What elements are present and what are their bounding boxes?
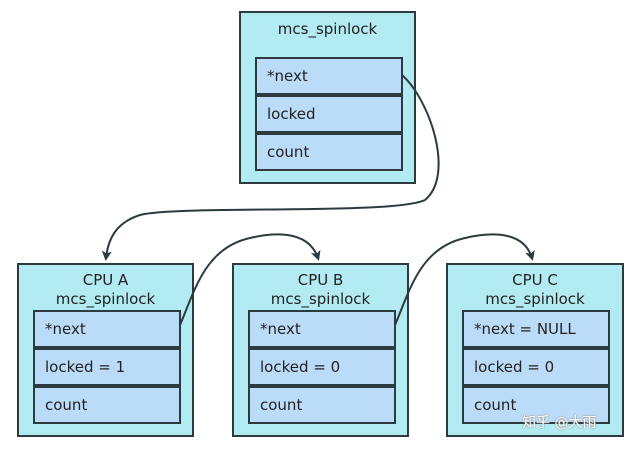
cpu-c-field-locked: locked = 0 — [462, 348, 610, 386]
cpu-b-field-locked: locked = 0 — [248, 348, 396, 386]
top-field-count: count — [255, 133, 403, 171]
cpu-a-field-count: count — [33, 386, 181, 424]
cpu-b-subtitle: mcs_spinlock — [270, 290, 371, 308]
cpu-b-box: CPU B mcs_spinlock *next locked = 0 coun… — [232, 263, 409, 437]
top-field-locked: locked — [255, 95, 403, 133]
cpu-a-box: CPU A mcs_spinlock *next locked = 1 coun… — [17, 263, 194, 437]
cpu-b-field-next: *next — [248, 310, 396, 348]
cpu-c-box: CPU C mcs_spinlock *next = NULL locked =… — [446, 263, 624, 437]
top-box-title: mcs_spinlock — [277, 20, 378, 38]
cpu-c-field-count: count — [462, 386, 610, 424]
cpu-a-field-next: *next — [33, 310, 181, 348]
watermark: 知乎 @大雨 — [522, 415, 597, 431]
cpu-c-subtitle: mcs_spinlock — [485, 290, 585, 308]
cpu-a-subtitle: mcs_spinlock — [55, 290, 156, 308]
cpu-b-title: CPU B — [297, 271, 344, 289]
cpu-c-title: CPU C — [512, 271, 558, 289]
top-field-next: *next — [255, 57, 403, 95]
top-mcs-spinlock-box: mcs_spinlock *next locked count — [239, 11, 416, 184]
cpu-a-title: CPU A — [82, 271, 129, 289]
cpu-a-field-locked: locked = 1 — [33, 348, 181, 386]
cpu-b-field-count: count — [248, 386, 396, 424]
cpu-c-field-next: *next = NULL — [462, 310, 610, 348]
